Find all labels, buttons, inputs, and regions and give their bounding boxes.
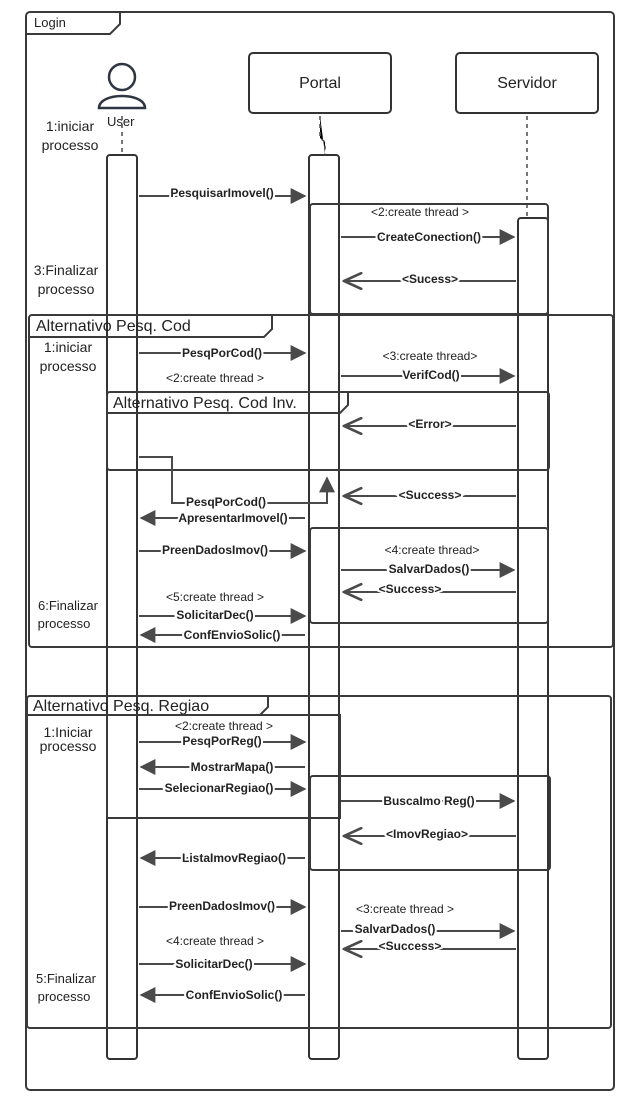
login-frame-title: Login (34, 15, 66, 30)
note-processo-2: processo (40, 358, 97, 374)
fragment-alt-pesq-cod (28, 314, 614, 648)
msg-preen-dados-imov: PreenDadosImov() (162, 543, 268, 557)
fragment-alt-pesq-regiao (26, 695, 612, 1029)
msg-success-2: <Success> (379, 582, 442, 596)
servidor-participant (455, 52, 599, 114)
msg-success-1: <Success> (399, 488, 462, 502)
note-finalizar-6: 6:Finalizar (38, 598, 99, 613)
user-activation-bar (106, 154, 138, 1060)
msg-conf-envio-solic-2: ConfEnvioSolic() (186, 988, 283, 1002)
msg-error: <Error> (408, 417, 451, 431)
login-frame-tab (26, 12, 121, 35)
msg-conf-envio-solic-1: ConfEnvioSolic() (184, 628, 281, 642)
thread-box-1 (309, 203, 549, 315)
note-finalizar-3: 3:Finalizar (34, 262, 99, 278)
portal-label: Portal (299, 75, 341, 92)
note-processo-5: processo (38, 989, 91, 1004)
servidor-activation-bar (517, 217, 549, 1060)
msg-apresentar-imovel: ApresentarImovel() (178, 511, 287, 525)
fragment-alt-pesq-cod-tab (29, 315, 273, 338)
note-iniciar-2: 1:iniciar (44, 339, 93, 355)
note-iniciar-1: 1:iniciar (46, 118, 95, 134)
msg-imov-regiao: <ImovRegiao> (386, 827, 468, 841)
msg-verif-cod: VerifCod() (402, 368, 459, 382)
msg-preen-dados-imov-2: PreenDadosImov() (169, 899, 275, 913)
user-label: User (107, 114, 135, 129)
msg-selecionar-regiao: SelecionarRegiao() (165, 781, 274, 795)
msg-lista-imov-regiao: ListaImovRegiao() (182, 851, 286, 865)
note-processo-4: processo (40, 738, 97, 754)
thread-note-8: <4:create thread > (166, 934, 264, 948)
msg-busca-imo-reg: BuscaImo Reg() (383, 794, 474, 808)
fragment-alt-pesq-cod-inv-title: Alternativo Pesq. Cod Inv. (113, 395, 297, 412)
portal-lifeline (319, 116, 326, 154)
fragment-alt-pesq-cod-title: Alternativo Pesq. Cod (36, 318, 191, 335)
msg-solicitar-dec-2: SolicitarDec() (175, 957, 252, 971)
thread-note-1: <2:create thread > (371, 205, 469, 219)
note-processo-3: processo (38, 281, 95, 297)
fragment-alt-pesq-cod-inv-tab (107, 392, 349, 414)
msg-pesq-por-cod-2-arrow (139, 456, 335, 504)
thread-note-3: <3:create thread> (383, 349, 478, 363)
user-actor-head (107, 62, 137, 92)
portal-activation-bar (308, 154, 340, 1060)
fragment-alt-pesq-cod-inv (106, 391, 550, 471)
msg-mostrar-mapa: MostrarMapa() (191, 760, 274, 774)
thread-note-4: <4:create thread> (385, 543, 480, 557)
fragment-alt-pesq-regiao-title: Alternativo Pesq. Regiao (33, 698, 209, 715)
msg-salvar-dados-1: SalvarDados() (389, 562, 470, 576)
thread-note-2: <2:create thread > (166, 371, 264, 385)
note-finalizar-5: 5:Finalizar (36, 971, 97, 986)
msg-pesquisar-imovel: PesquisarImovel() (170, 186, 273, 200)
note-processo-1: processo (42, 137, 99, 153)
thread-box-3 (309, 775, 551, 871)
servidor-label: Servidor (497, 75, 557, 92)
thread-box-2 (309, 527, 549, 624)
portal-participant (248, 52, 392, 114)
thread-note-7: <3:create thread > (356, 902, 454, 916)
msg-salvar-dados-2: SalvarDados() (355, 922, 436, 936)
msg-success-3: <Success> (379, 939, 442, 953)
msg-sucess: <Sucess> (402, 272, 458, 286)
thread-note-6: <2:create thread > (175, 719, 273, 733)
region-inner-box (106, 714, 341, 819)
msg-create-conection: CreateConection() (377, 230, 481, 244)
note-processo-6: processo (38, 616, 91, 631)
msg-pesq-por-cod-2: PesqPorCod() (186, 495, 266, 509)
user-actor: User (97, 62, 147, 129)
note-iniciar-4: 1:Iniciar (43, 724, 92, 740)
thread-note-5: <5:create thread > (166, 590, 264, 604)
msg-pesq-por-reg: PesqPorReg() (182, 734, 261, 748)
msg-solicitar-dec-1: SolicitarDec() (176, 608, 253, 622)
msg-pesq-por-cod: PesqPorCod() (182, 346, 262, 360)
user-actor-body (97, 94, 147, 110)
